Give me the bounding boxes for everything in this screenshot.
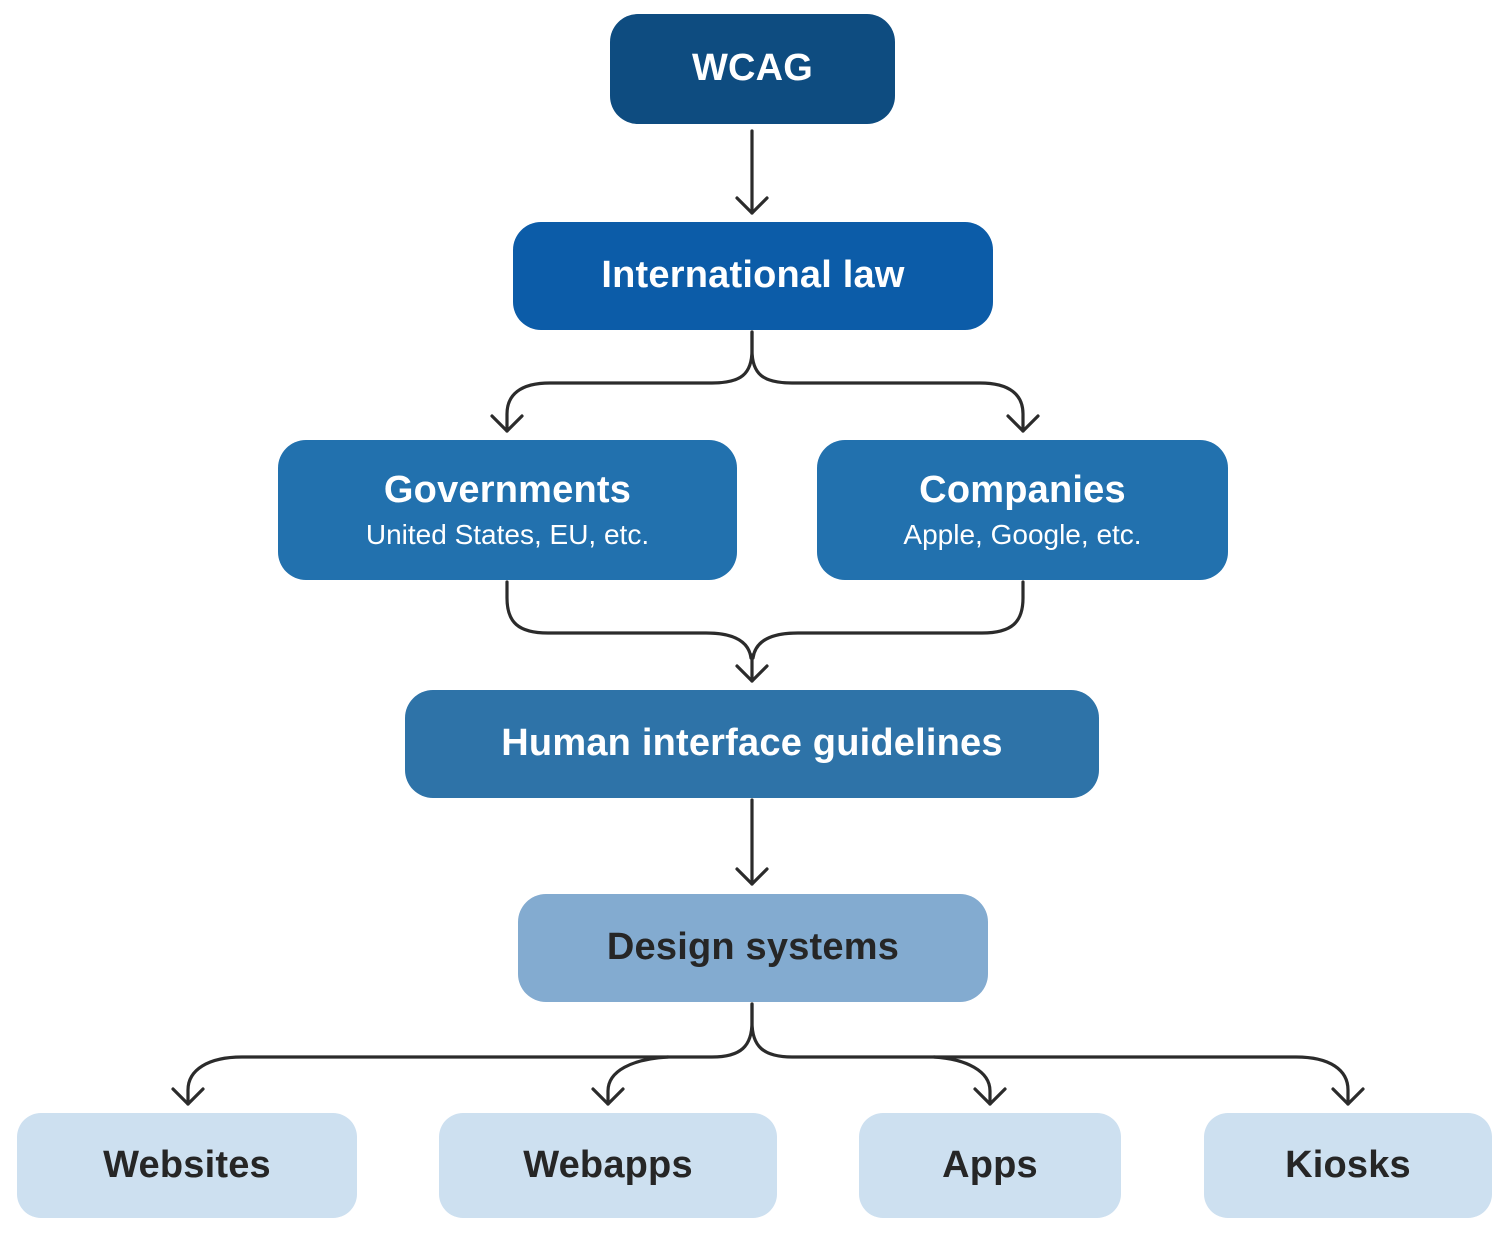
node-governments: Governments United States, EU, etc. <box>278 440 737 580</box>
node-design-systems: Design systems <box>518 894 988 1002</box>
node-kiosks: Kiosks <box>1204 1113 1492 1218</box>
node-governments-label: Governments <box>383 469 632 512</box>
edge-companies-hig <box>751 580 1025 660</box>
node-human-interface-guidelines: Human interface guidelines <box>405 690 1099 798</box>
node-international-law-label: International law <box>601 254 905 297</box>
edge-international-companies <box>750 330 1040 433</box>
node-design-systems-label: Design systems <box>606 926 900 969</box>
node-apps-label: Apps <box>942 1143 1038 1186</box>
edge-design-websites <box>171 1002 754 1106</box>
node-companies-label: Companies <box>919 469 1126 512</box>
node-webapps: Webapps <box>439 1113 777 1218</box>
node-websites-label: Websites <box>103 1143 271 1186</box>
edge-design-webapps <box>591 1055 670 1106</box>
edge-design-kiosks <box>750 1002 1365 1106</box>
edge-governments-hig <box>505 580 753 660</box>
edge-design-apps <box>932 1055 1007 1106</box>
node-wcag-label: WCAG <box>691 47 814 90</box>
node-human-interface-guidelines-label: Human interface guidelines <box>501 722 1003 765</box>
node-kiosks-label: Kiosks <box>1285 1143 1411 1186</box>
node-governments-sublabel: United States, EU, etc. <box>365 518 650 550</box>
edge-international-governments <box>490 330 754 433</box>
node-apps: Apps <box>859 1113 1121 1218</box>
node-wcag: WCAG <box>610 14 895 124</box>
node-webapps-label: Webapps <box>523 1143 693 1186</box>
node-companies: Companies Apple, Google, etc. <box>817 440 1228 580</box>
node-websites: Websites <box>17 1113 357 1218</box>
node-companies-sublabel: Apple, Google, etc. <box>903 518 1142 550</box>
node-international-law: International law <box>513 222 993 330</box>
